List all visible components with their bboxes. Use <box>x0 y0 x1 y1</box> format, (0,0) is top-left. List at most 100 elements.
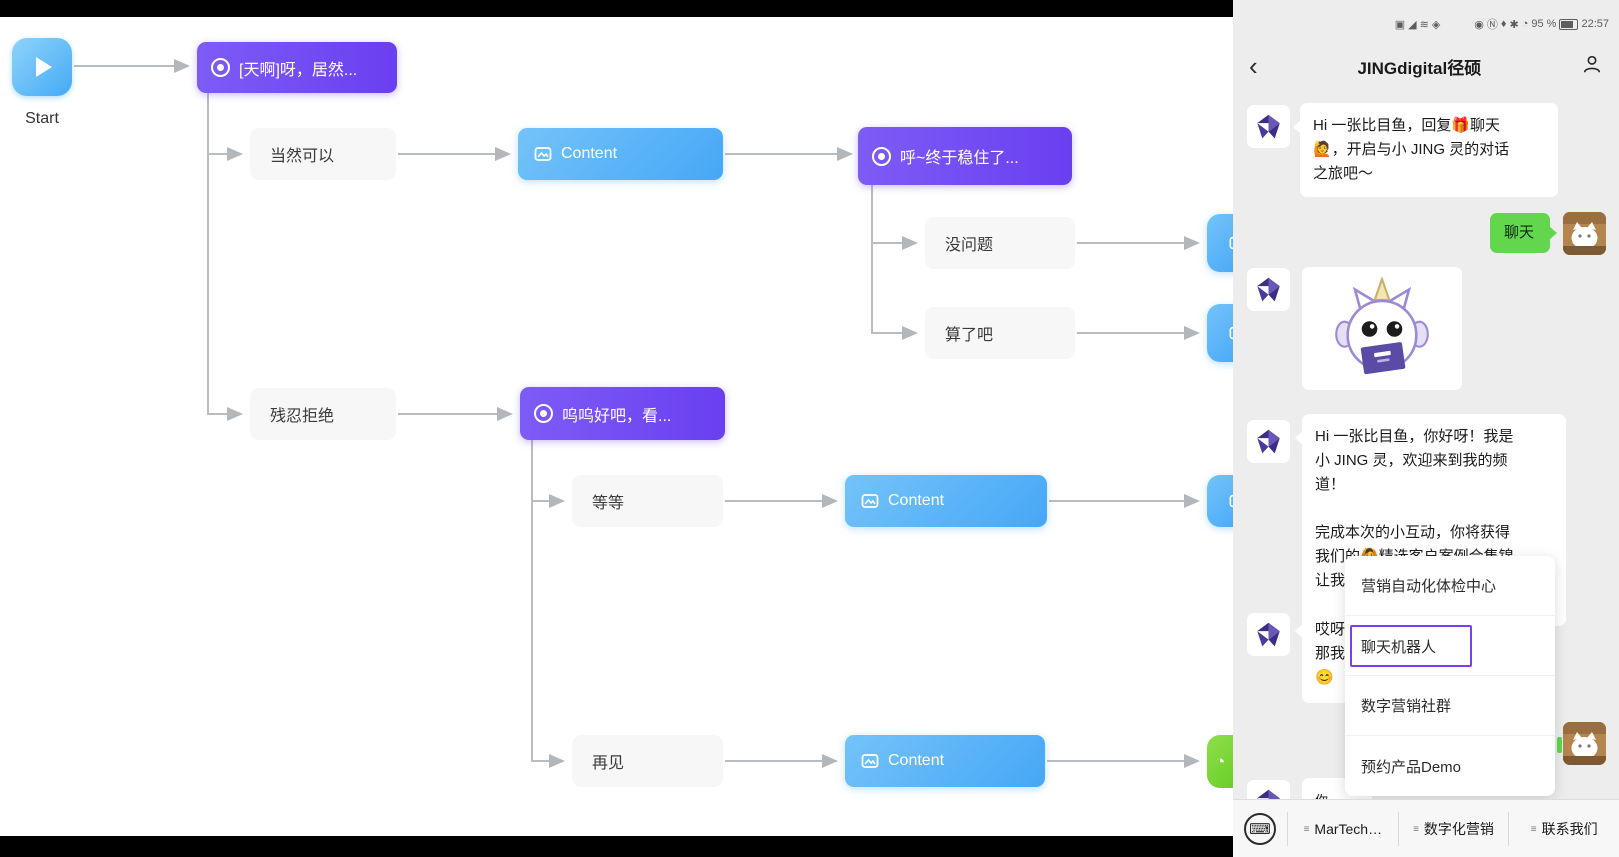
message-line: 完成本次的小互动，你将获得 <box>1315 524 1511 541</box>
eye-icon: ◉ <box>1474 18 1484 31</box>
battery-icon <box>1559 18 1579 30</box>
user-message-chat: 聊天 <box>1490 213 1557 253</box>
chat-header: ‹ JINGdigital径硕 <box>1233 40 1619 92</box>
menu-item-label: 预约产品Demo <box>1361 758 1462 776</box>
bottom-menu-label: 数字化营销 <box>1423 821 1494 837</box>
bottom-menu-digital-marketing[interactable]: ≡ 数字化营销 <box>1397 812 1509 846</box>
branch-node-refuse[interactable]: 残忍拒绝 <box>250 388 396 440</box>
content-icon <box>534 145 552 163</box>
message-node-2[interactable]: 呼~终于稳住了... <box>858 127 1072 185</box>
keyboard-icon: ⌨ <box>1244 813 1276 845</box>
nfc-icon: Ⓝ <box>1486 19 1498 31</box>
keyboard-toggle[interactable]: ⌨ <box>1233 813 1287 845</box>
target-icon <box>211 58 230 77</box>
chatbot-flow-canvas: Start [天啊]呀，居然... 当然可以 Content 呼~终于稳住了..… <box>0 0 1233 857</box>
branch-label: 算了吧 <box>945 327 994 344</box>
contact-icon[interactable] <box>1581 53 1603 80</box>
content-node-label: Content <box>888 492 945 509</box>
branch-node-forget-it[interactable]: 算了吧 <box>925 307 1075 359</box>
message-node-1[interactable]: [天啊]呀，居然... <box>197 42 397 93</box>
status-right-icons: ◉ Ⓝ ♦ ✱ ◔ 95 % 22:57 <box>1474 16 1609 32</box>
bottom-menu-contact-us[interactable]: ≡ 联系我们 <box>1508 812 1619 846</box>
content-icon <box>1229 325 1233 341</box>
menu-item-digital-community[interactable]: 数字营销社群 <box>1345 676 1555 736</box>
unicorn-mascot-image <box>1335 276 1429 374</box>
message-line: 那我 <box>1315 645 1346 662</box>
play-icon <box>36 57 52 77</box>
bot-avatar[interactable] <box>1247 105 1290 148</box>
cat-photo <box>1563 212 1606 255</box>
content-node-partial-2[interactable] <box>1207 304 1233 362</box>
message-node-label: 呼~终于稳住了... <box>900 150 1019 167</box>
selection-highlight-box: 聊天机器人 <box>1350 625 1472 667</box>
user-avatar-cat[interactable] <box>1563 212 1606 255</box>
message-line: 哎呀 <box>1315 621 1346 638</box>
letterbox-top <box>0 0 1233 17</box>
back-button[interactable]: ‹ <box>1249 51 1258 81</box>
menu-item-chatbot[interactable]: 聊天机器人 <box>1345 616 1555 676</box>
bot-avatar[interactable] <box>1247 420 1290 463</box>
start-node[interactable] <box>12 38 72 96</box>
status-left-icons: ▣ ◢ ≋ ◈ <box>1395 18 1441 31</box>
chat-bottom-bar: ⌨ ≡ MarTech… ≡ 数字化营销 ≡ 联系我们 <box>1233 799 1619 857</box>
message-line: Hi 一张比目鱼，你好呀！我是 <box>1315 428 1514 445</box>
security-icon: ♦ <box>1500 18 1507 30</box>
action-node-partial-green[interactable]: ◔ <box>1207 735 1233 788</box>
signal-icon: ◢ <box>1408 18 1417 31</box>
content-icon <box>1229 493 1233 509</box>
content-node-1[interactable]: Content <box>518 128 723 180</box>
content-node-label: Content <box>561 145 618 162</box>
jing-logo-icon <box>1257 114 1280 139</box>
message-line: 小 JING 灵，欢迎来到我的频 <box>1315 452 1508 469</box>
bottom-menu-martech[interactable]: ≡ MarTech… <box>1287 812 1398 846</box>
branch-label: 当然可以 <box>270 148 335 165</box>
status-bar: ▣ ◢ ≋ ◈ ◉ Ⓝ ♦ ✱ ◔ 95 % 22:57 <box>1233 14 1619 34</box>
battery-percent: 95 % <box>1531 18 1557 30</box>
user-bubble-sliver <box>1557 737 1562 753</box>
quick-reply-menu: 营销自动化体检中心 聊天机器人 数字营销社群 预约产品Demo <box>1345 556 1555 796</box>
bluetooth-icon: ✱ <box>1509 18 1519 31</box>
target-icon <box>534 404 553 423</box>
chat-title: JINGdigital径硕 <box>1357 58 1482 78</box>
branch-label: 没问题 <box>945 237 994 254</box>
menu-item-label: 数字营销社群 <box>1361 698 1452 715</box>
content-node-partial-1[interactable] <box>1207 214 1233 272</box>
message-line: 道！ <box>1315 476 1346 493</box>
branch-node-no-problem[interactable]: 没问题 <box>925 217 1075 269</box>
bottom-menu-label: MarTech… <box>1314 821 1383 837</box>
message-node-3[interactable]: 呜呜好吧，看... <box>520 387 725 440</box>
clock-time: 22:57 <box>1581 18 1609 30</box>
content-node-partial-3[interactable] <box>1207 475 1233 527</box>
wechat-panel: ▣ ◢ ≋ ◈ ◉ Ⓝ ♦ ✱ ◔ 95 % 22:57 ‹ JINGdigit… <box>1233 0 1619 857</box>
letterbox-bottom <box>0 836 1233 857</box>
menu-list-icon: ≡ <box>1530 823 1537 835</box>
wifi-icon: ≋ <box>1419 18 1429 31</box>
bot-avatar[interactable] <box>1247 268 1290 311</box>
bot-sticker-unicorn <box>1302 267 1462 390</box>
jing-logo-icon <box>1257 622 1280 647</box>
menu-item-label: 聊天机器人 <box>1361 638 1437 656</box>
app-icon: ▣ <box>1394 18 1406 31</box>
message-line-blank <box>1315 497 1553 521</box>
content-icon <box>861 752 879 770</box>
bottom-menu-label: 联系我们 <box>1541 821 1598 837</box>
content-node-2[interactable]: Content <box>845 475 1047 527</box>
branch-node-wait[interactable]: 等等 <box>572 475 723 527</box>
content-node-3[interactable]: Content <box>845 735 1045 787</box>
action-icon: ◔ <box>1215 751 1226 771</box>
branch-node-bye[interactable]: 再见 <box>572 735 723 787</box>
vpn-icon: ◈ <box>1431 18 1441 31</box>
start-node-label: Start <box>25 110 59 127</box>
message-node-label: 呜呜好吧，看... <box>562 407 672 425</box>
bot-message-welcome: Hi 一张比目鱼，回复🎁聊天 🙋，开启与小 JING 灵的对话 之旅吧～ <box>1293 103 1558 197</box>
message-line: 之旅吧～ <box>1313 165 1374 182</box>
branch-node-sure[interactable]: 当然可以 <box>250 128 396 180</box>
user-avatar-cat[interactable] <box>1563 722 1606 765</box>
menu-list-icon: ≡ <box>1413 823 1419 835</box>
menu-item-marketing-automation[interactable]: 营销自动化体检中心 <box>1345 556 1555 616</box>
menu-item-book-demo[interactable]: 预约产品Demo <box>1345 736 1555 796</box>
content-icon <box>861 492 879 510</box>
menu-item-label: 营销自动化体检中心 <box>1361 578 1497 595</box>
bot-avatar[interactable] <box>1247 613 1290 656</box>
